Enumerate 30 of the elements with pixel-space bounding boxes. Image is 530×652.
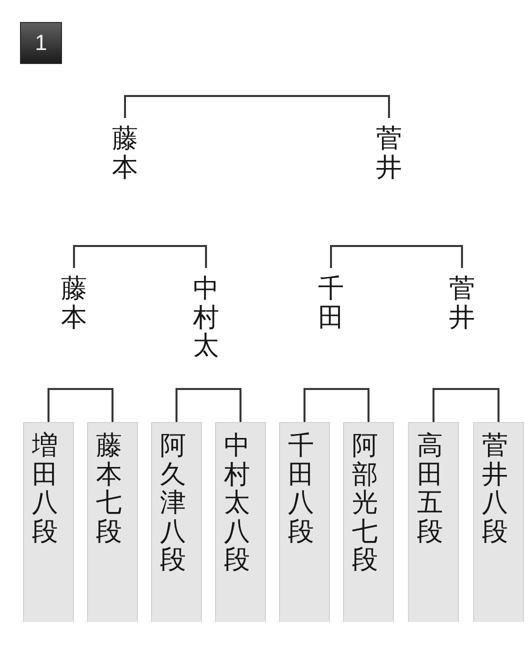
name-panel bbox=[215, 422, 266, 622]
number-badge: 1 bbox=[20, 22, 62, 64]
player-name: 中村太 bbox=[193, 275, 219, 361]
bracket-line bbox=[176, 388, 242, 422]
name-panel bbox=[23, 422, 74, 622]
name-panel bbox=[408, 422, 459, 622]
player-name: 菅井 bbox=[449, 275, 475, 332]
bracket-line bbox=[73, 245, 207, 268]
bracket-line bbox=[330, 245, 463, 268]
bracket-line bbox=[124, 95, 390, 118]
name-panel bbox=[151, 422, 202, 622]
bracket-line bbox=[304, 388, 370, 422]
name-panel bbox=[87, 422, 138, 622]
name-panel bbox=[343, 422, 394, 622]
player-name: 藤本 bbox=[112, 125, 138, 182]
name-panel bbox=[473, 422, 524, 622]
bracket-line bbox=[48, 388, 114, 422]
player-name: 菅井 bbox=[376, 125, 402, 182]
player-name: 阿久津八段 bbox=[160, 432, 186, 575]
player-name: 阿部光七段 bbox=[352, 432, 378, 575]
player-name: 千田 bbox=[318, 275, 344, 332]
player-name: 藤本七段 bbox=[96, 432, 122, 546]
name-panel bbox=[279, 422, 330, 622]
player-name: 増田八段 bbox=[32, 432, 58, 546]
player-name: 中村太八段 bbox=[224, 432, 250, 575]
player-name: 藤本 bbox=[61, 275, 87, 332]
player-name: 菅井八段 bbox=[482, 432, 508, 546]
bracket-line bbox=[432, 388, 500, 422]
player-name: 千田八段 bbox=[288, 432, 314, 546]
player-name: 高田五段 bbox=[417, 432, 443, 546]
